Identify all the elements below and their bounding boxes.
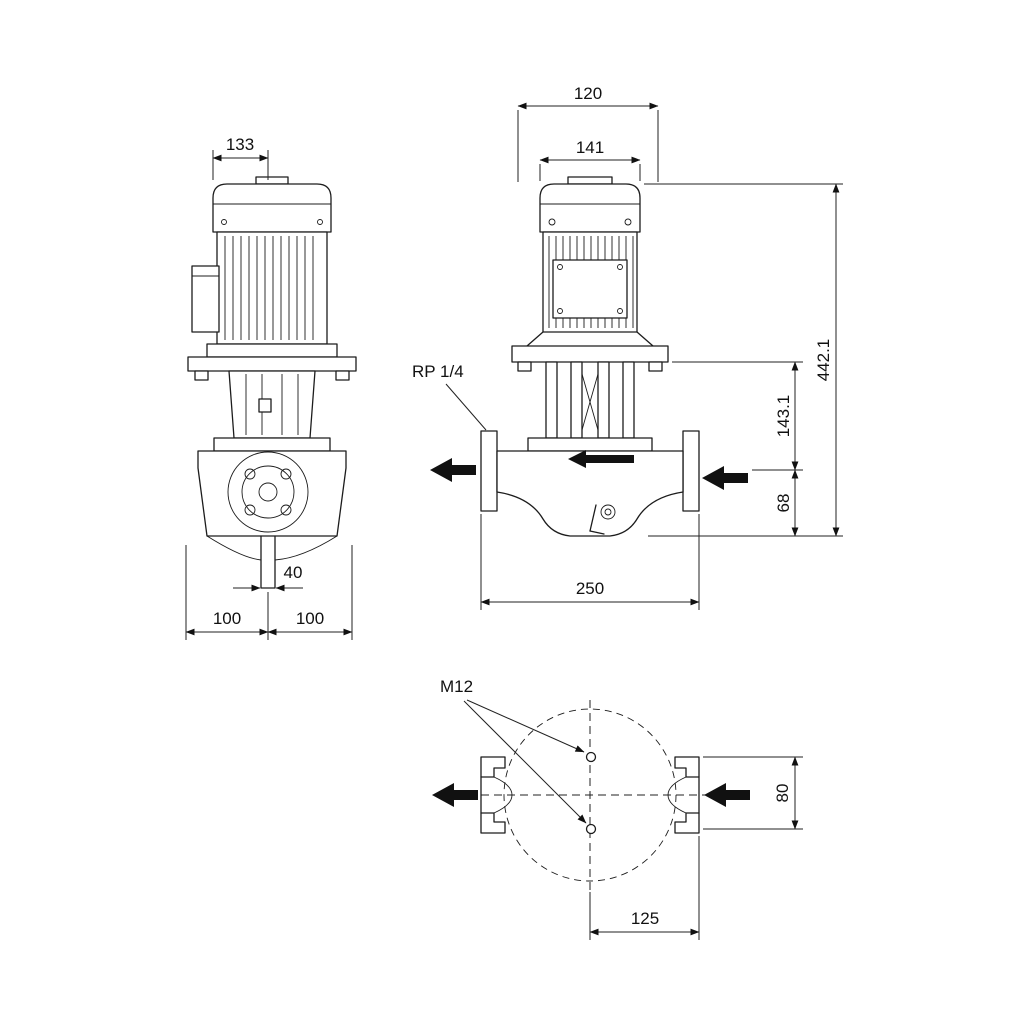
m12-hole bbox=[585, 751, 597, 763]
flange-bolt bbox=[335, 370, 350, 381]
terminal-box-screw bbox=[617, 308, 623, 314]
motor-body bbox=[216, 231, 328, 345]
flow-arrow-right-icon bbox=[702, 466, 748, 490]
casing-taper bbox=[274, 535, 338, 561]
pump-housing-front bbox=[496, 450, 684, 537]
drain-boss bbox=[589, 504, 597, 532]
discharge-flange bbox=[682, 430, 700, 512]
m12-hole bbox=[585, 823, 597, 835]
lantern-column bbox=[570, 361, 583, 439]
fan-cover-clip bbox=[317, 219, 323, 225]
dim-label-125: 125 bbox=[631, 909, 659, 928]
dim-80: 80 bbox=[703, 756, 803, 830]
bolt-hole bbox=[244, 468, 256, 480]
terminal-box-screw bbox=[617, 264, 623, 270]
fan-cover-clip bbox=[221, 219, 227, 225]
terminal-box-screw bbox=[557, 264, 563, 270]
port-flange-outline bbox=[227, 451, 309, 533]
right-flange-section bbox=[674, 756, 700, 778]
leader-line bbox=[463, 700, 587, 824]
lantern-column bbox=[597, 361, 610, 439]
front-view: 120 141 bbox=[412, 84, 843, 610]
motor-top-cap bbox=[567, 176, 613, 185]
flow-arrow-left-icon bbox=[430, 458, 476, 482]
dim-141: 141 bbox=[539, 138, 641, 181]
port-label-rp14: RP 1/4 bbox=[412, 362, 464, 381]
fan-cover bbox=[212, 183, 332, 233]
bolt-circle bbox=[241, 465, 295, 519]
dim-label-80: 80 bbox=[773, 784, 792, 803]
bolt-label-m12: M12 bbox=[440, 677, 473, 696]
bolt-hole bbox=[280, 468, 292, 480]
dim-label-442-1: 442.1 bbox=[814, 339, 833, 382]
terminal-box bbox=[191, 265, 220, 333]
drain-plug-center bbox=[604, 508, 612, 516]
adapter-taper bbox=[526, 331, 544, 347]
bolt-callout: M12 bbox=[440, 677, 587, 824]
dim-label-143-1: 143.1 bbox=[774, 395, 793, 438]
seal-plate bbox=[213, 437, 331, 452]
motor-stool-flange bbox=[187, 356, 357, 372]
right-flange-throat bbox=[667, 776, 687, 814]
flow-arrow-inner-icon bbox=[568, 450, 634, 468]
port-bore bbox=[258, 482, 278, 502]
left-flange-section bbox=[480, 812, 506, 834]
flow-arrow-left-icon bbox=[432, 783, 478, 807]
dim-120: 120 bbox=[517, 84, 659, 182]
seal-plate bbox=[527, 437, 653, 452]
dim-label-40: 40 bbox=[284, 563, 303, 582]
gauge-port-callout: RP 1/4 bbox=[412, 362, 487, 431]
left-flange-throat bbox=[493, 776, 513, 814]
drain-plug bbox=[600, 504, 616, 520]
side-view: 133 40 100 100 bbox=[185, 135, 357, 640]
casing-taper bbox=[206, 535, 262, 561]
dim-label-100-left: 100 bbox=[213, 609, 241, 628]
terminal-box bbox=[552, 259, 628, 319]
cooling-fins bbox=[224, 236, 314, 340]
flange-bolt bbox=[648, 361, 663, 372]
motor-top-cap bbox=[255, 176, 289, 185]
flange-bolt bbox=[517, 361, 532, 372]
dim-label-120: 120 bbox=[574, 84, 602, 103]
dim-100-100: 100 100 bbox=[185, 545, 353, 640]
coupling-guard-cross bbox=[581, 373, 599, 431]
suction-flange bbox=[480, 430, 498, 512]
dim-label-141: 141 bbox=[576, 138, 604, 157]
flow-arrow-right-icon bbox=[704, 783, 750, 807]
fan-cover-clip bbox=[548, 218, 556, 226]
dim-250: 250 bbox=[480, 514, 700, 610]
pump-lantern bbox=[228, 370, 316, 439]
plan-view: M12 80 125 bbox=[432, 677, 803, 940]
leader-line bbox=[445, 383, 487, 431]
terminal-box-screw bbox=[557, 308, 563, 314]
motor-stool-flange bbox=[511, 345, 669, 363]
dim-133: 133 bbox=[212, 135, 269, 180]
lantern-column bbox=[622, 361, 635, 439]
bottom-pipe bbox=[260, 535, 276, 589]
dim-40: 40 bbox=[233, 563, 303, 592]
dim-label-100-right: 100 bbox=[296, 609, 324, 628]
dim-label-133: 133 bbox=[226, 135, 254, 154]
left-flange-section bbox=[480, 756, 506, 778]
lantern-column bbox=[545, 361, 558, 439]
pump-housing-side bbox=[197, 450, 347, 537]
bolt-hole bbox=[244, 504, 256, 516]
coupling-screw bbox=[258, 398, 272, 413]
dim-125: 125 bbox=[589, 836, 700, 940]
fan-cover-clip bbox=[624, 218, 632, 226]
adapter-taper bbox=[636, 331, 654, 347]
dim-right-stack: 143.1 68 442.1 bbox=[644, 183, 843, 537]
dim-label-250: 250 bbox=[576, 579, 604, 598]
bolt-hole bbox=[280, 504, 292, 516]
flange-bolt bbox=[194, 370, 209, 381]
motor-adapter bbox=[206, 343, 338, 358]
leader-line bbox=[466, 699, 585, 753]
fan-cover bbox=[539, 183, 641, 233]
drain-boss bbox=[589, 530, 605, 535]
housing-outline-hidden bbox=[503, 708, 677, 882]
dim-label-68: 68 bbox=[774, 494, 793, 513]
right-flange-section bbox=[674, 812, 700, 834]
